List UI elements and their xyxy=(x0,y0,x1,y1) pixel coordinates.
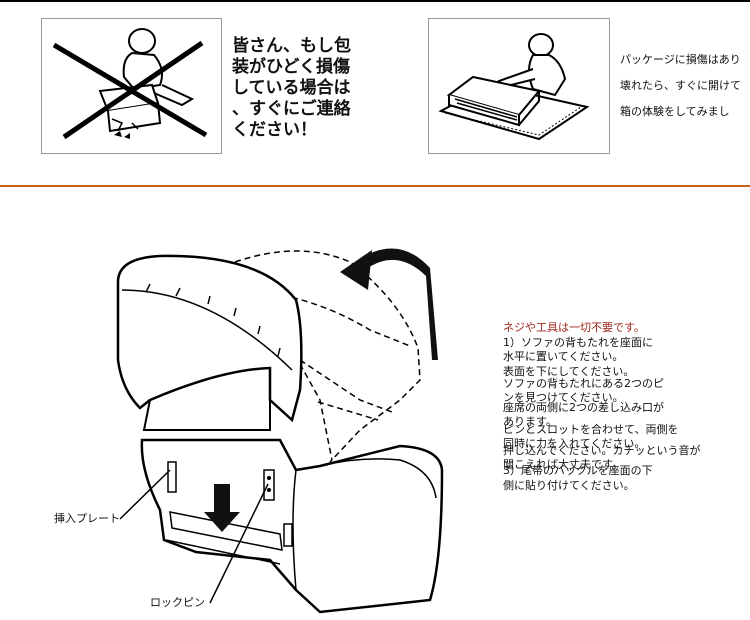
instruction-line: あります。 xyxy=(503,415,557,428)
instruction-line: 水平に置いてください。 xyxy=(503,350,624,363)
unbox-line-1: パッケージに損傷はあり xyxy=(620,53,741,66)
insert-plate-label: 挿入プレート xyxy=(54,512,120,525)
instruction-line: ンを見つけてください。 xyxy=(503,391,624,404)
lock-pin-label: ロックピン xyxy=(150,596,205,609)
instruction-line: 1）ソファの背もたれを座面に xyxy=(503,336,653,349)
instruction-line: 同時に力を入れてください。 xyxy=(503,437,646,450)
top-border xyxy=(0,0,750,2)
instructions-heading: ネジや工具は一切不要です。 xyxy=(503,321,645,334)
instruction-line: 側に貼り付けてください。 xyxy=(503,479,635,492)
instruction-line: 座席の両側に2つの差し込み口が xyxy=(503,401,664,414)
unbox-panel-image xyxy=(428,18,610,154)
damage-warning-text: 皆さん、もし包 装がひどく損傷 している場合は 、すぐにご連絡 ください！ xyxy=(232,36,351,140)
unboxing-illustration xyxy=(438,33,590,141)
instruction-line: ピンとスロットを合わせて、両側を xyxy=(503,423,679,436)
instruction-line: 聞こえれば大丈夫です。 xyxy=(503,458,623,471)
unbox-line-3: 箱の体験をしてみまし xyxy=(620,105,730,118)
unbox-line-2: 壊れたら、すぐに開けて xyxy=(620,79,741,92)
section-divider xyxy=(0,185,750,187)
warning-panel-image xyxy=(41,18,222,154)
damaged-box-illustration xyxy=(52,28,208,140)
instruction-line: 押し込んでください。カチッという音が xyxy=(503,444,701,457)
instruction-line: ソファの背もたれにある2つのピ xyxy=(503,377,664,390)
instruction-line: 3）尾帯のバックルを座面の下 xyxy=(503,464,653,477)
instruction-line: 表面を下にしてください。 xyxy=(503,365,635,378)
